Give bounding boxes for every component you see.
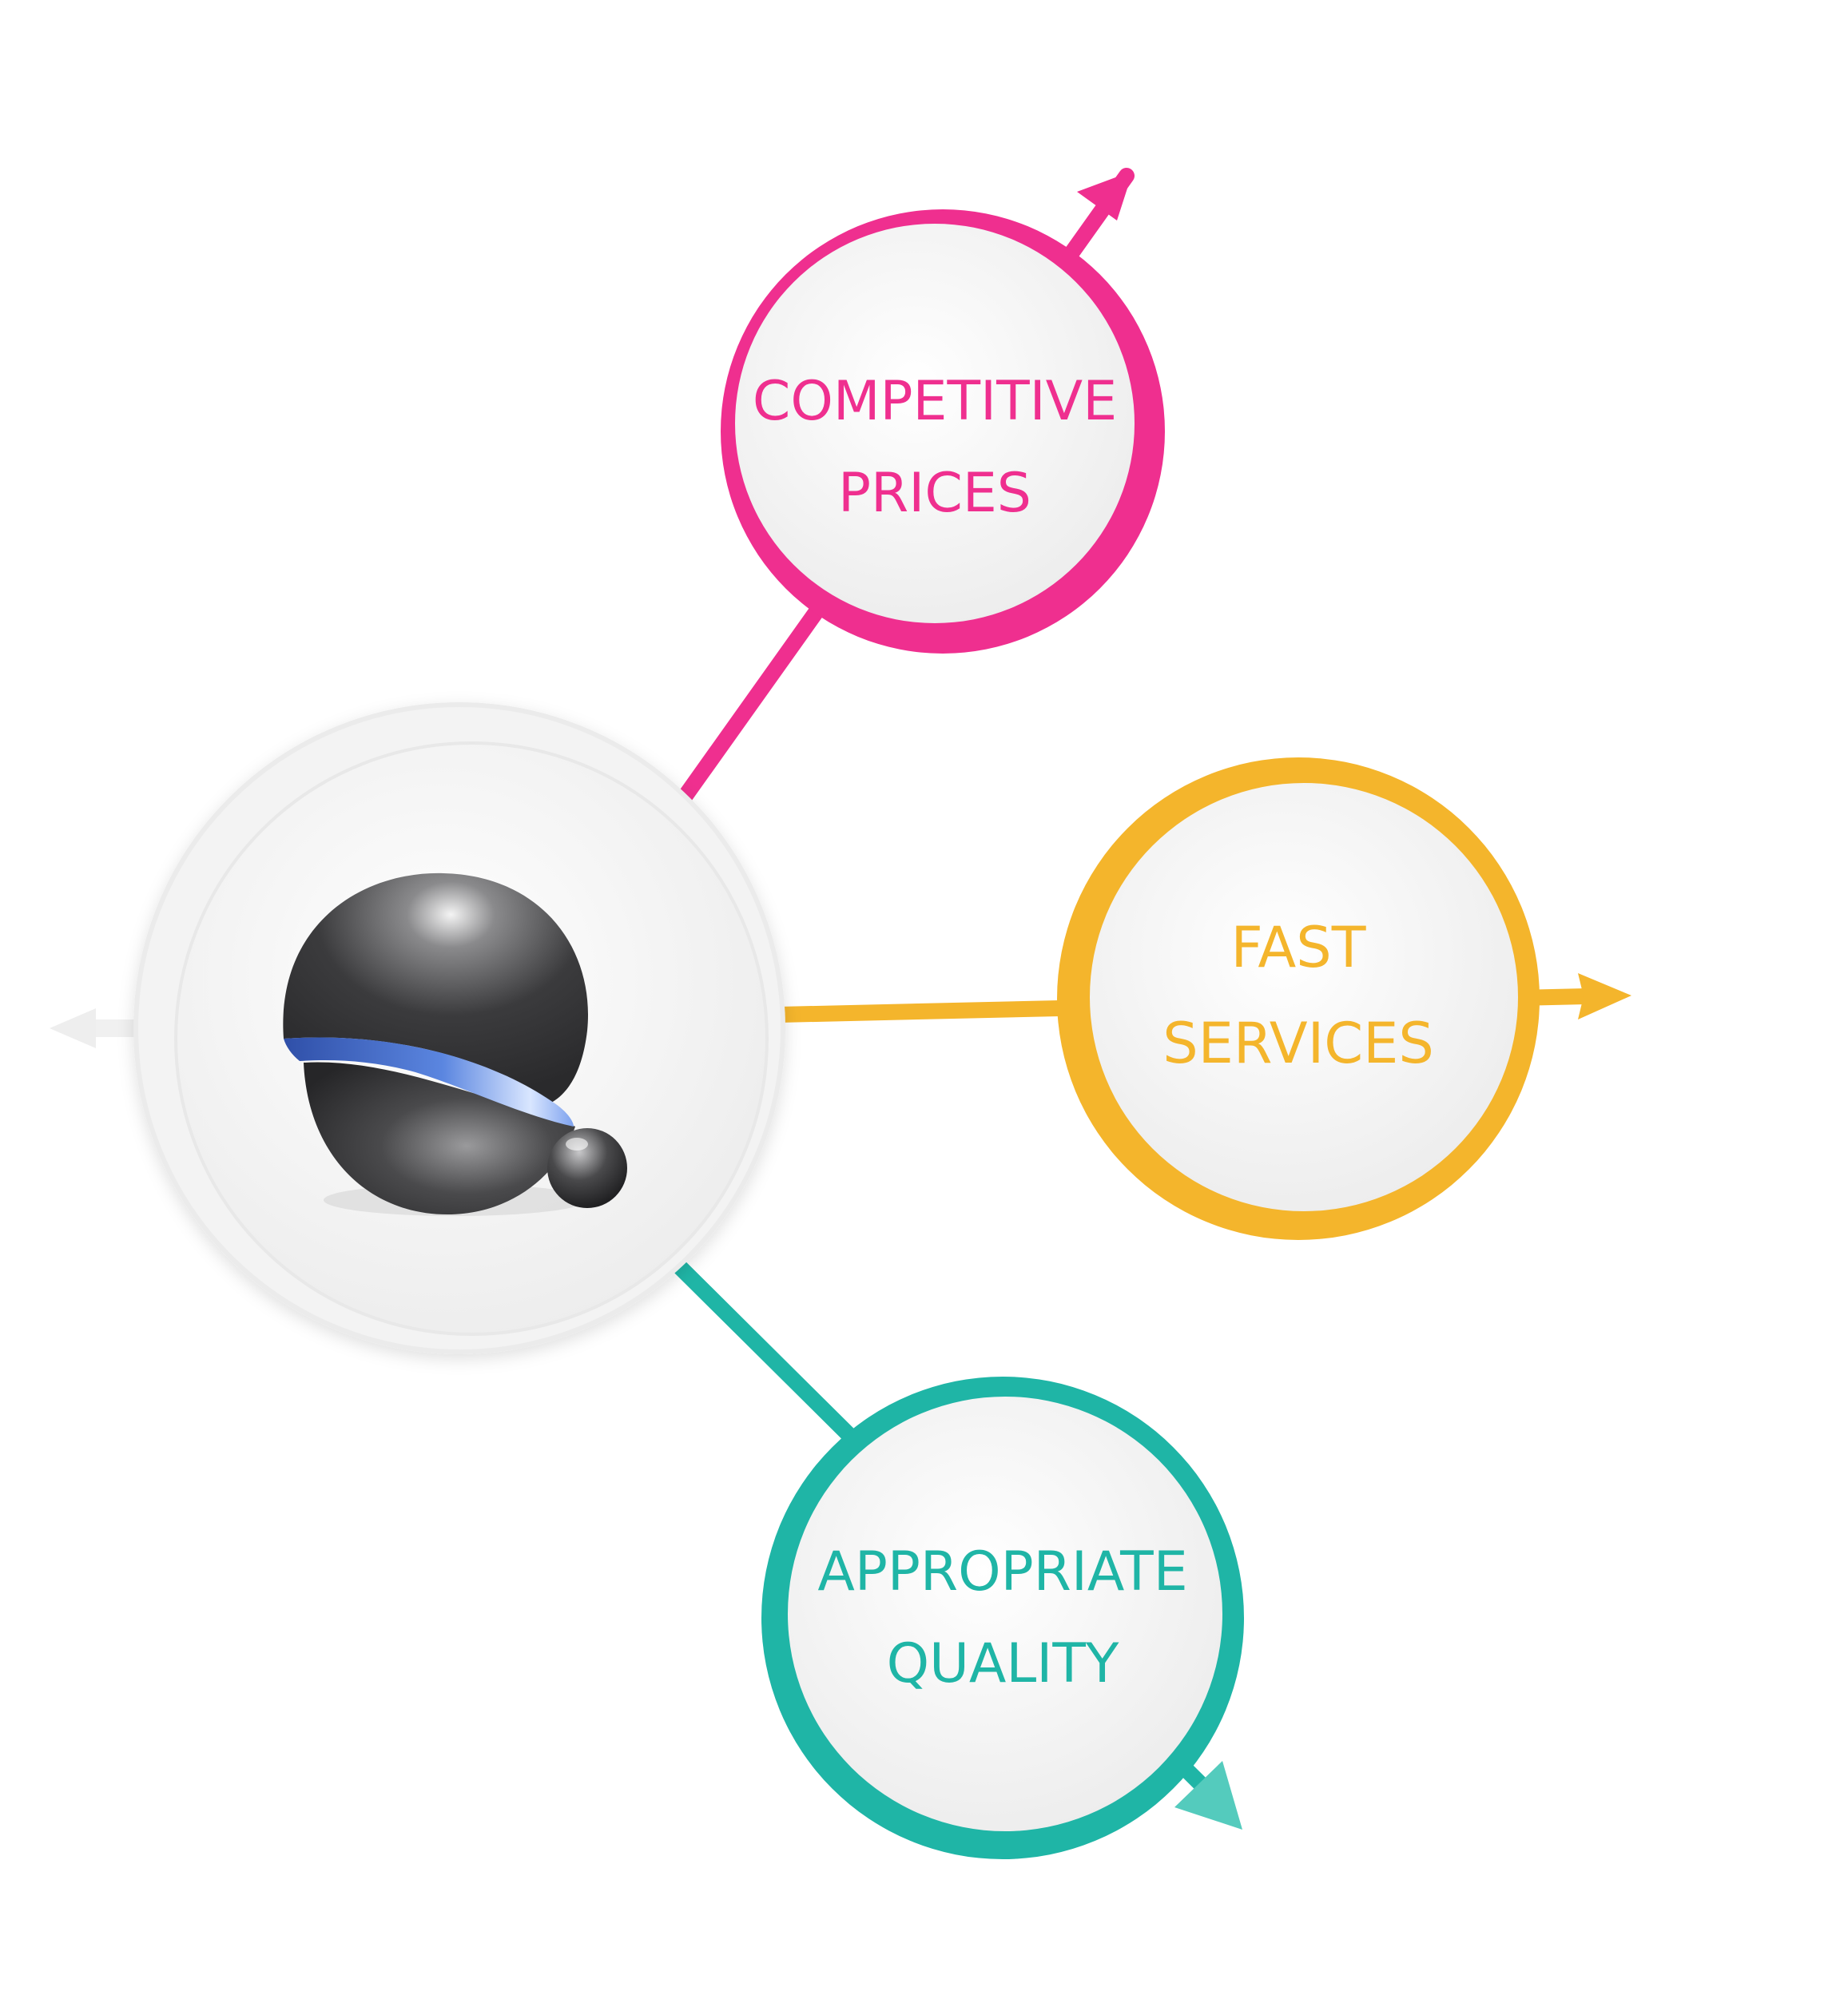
node-competitive-prices: COMPETITIVE PRICES	[721, 209, 1165, 654]
node-fast-services: FAST SERVICES	[1057, 757, 1540, 1240]
arrowhead-grey	[50, 1008, 96, 1048]
node-label-fast-line1: FAST	[1231, 915, 1366, 980]
node-label-services-line2: SERVICES	[1162, 1011, 1434, 1076]
node-label-competitive-line1: COMPETITIVE	[753, 370, 1117, 433]
company-logo	[283, 872, 627, 1216]
node-label-appropriate-line1: APPROPRIATE	[817, 1540, 1187, 1604]
node-label-quality-line2: QUALITY	[887, 1632, 1119, 1695]
node-appropriate-quality: APPROPRIATE QUALITY	[761, 1377, 1244, 1859]
node-label-prices-line2: PRICES	[838, 462, 1031, 525]
arrowhead-teal	[1174, 1761, 1242, 1830]
arrowhead-pink-tip	[1077, 171, 1133, 221]
arrowhead-yellow	[1578, 973, 1631, 1019]
